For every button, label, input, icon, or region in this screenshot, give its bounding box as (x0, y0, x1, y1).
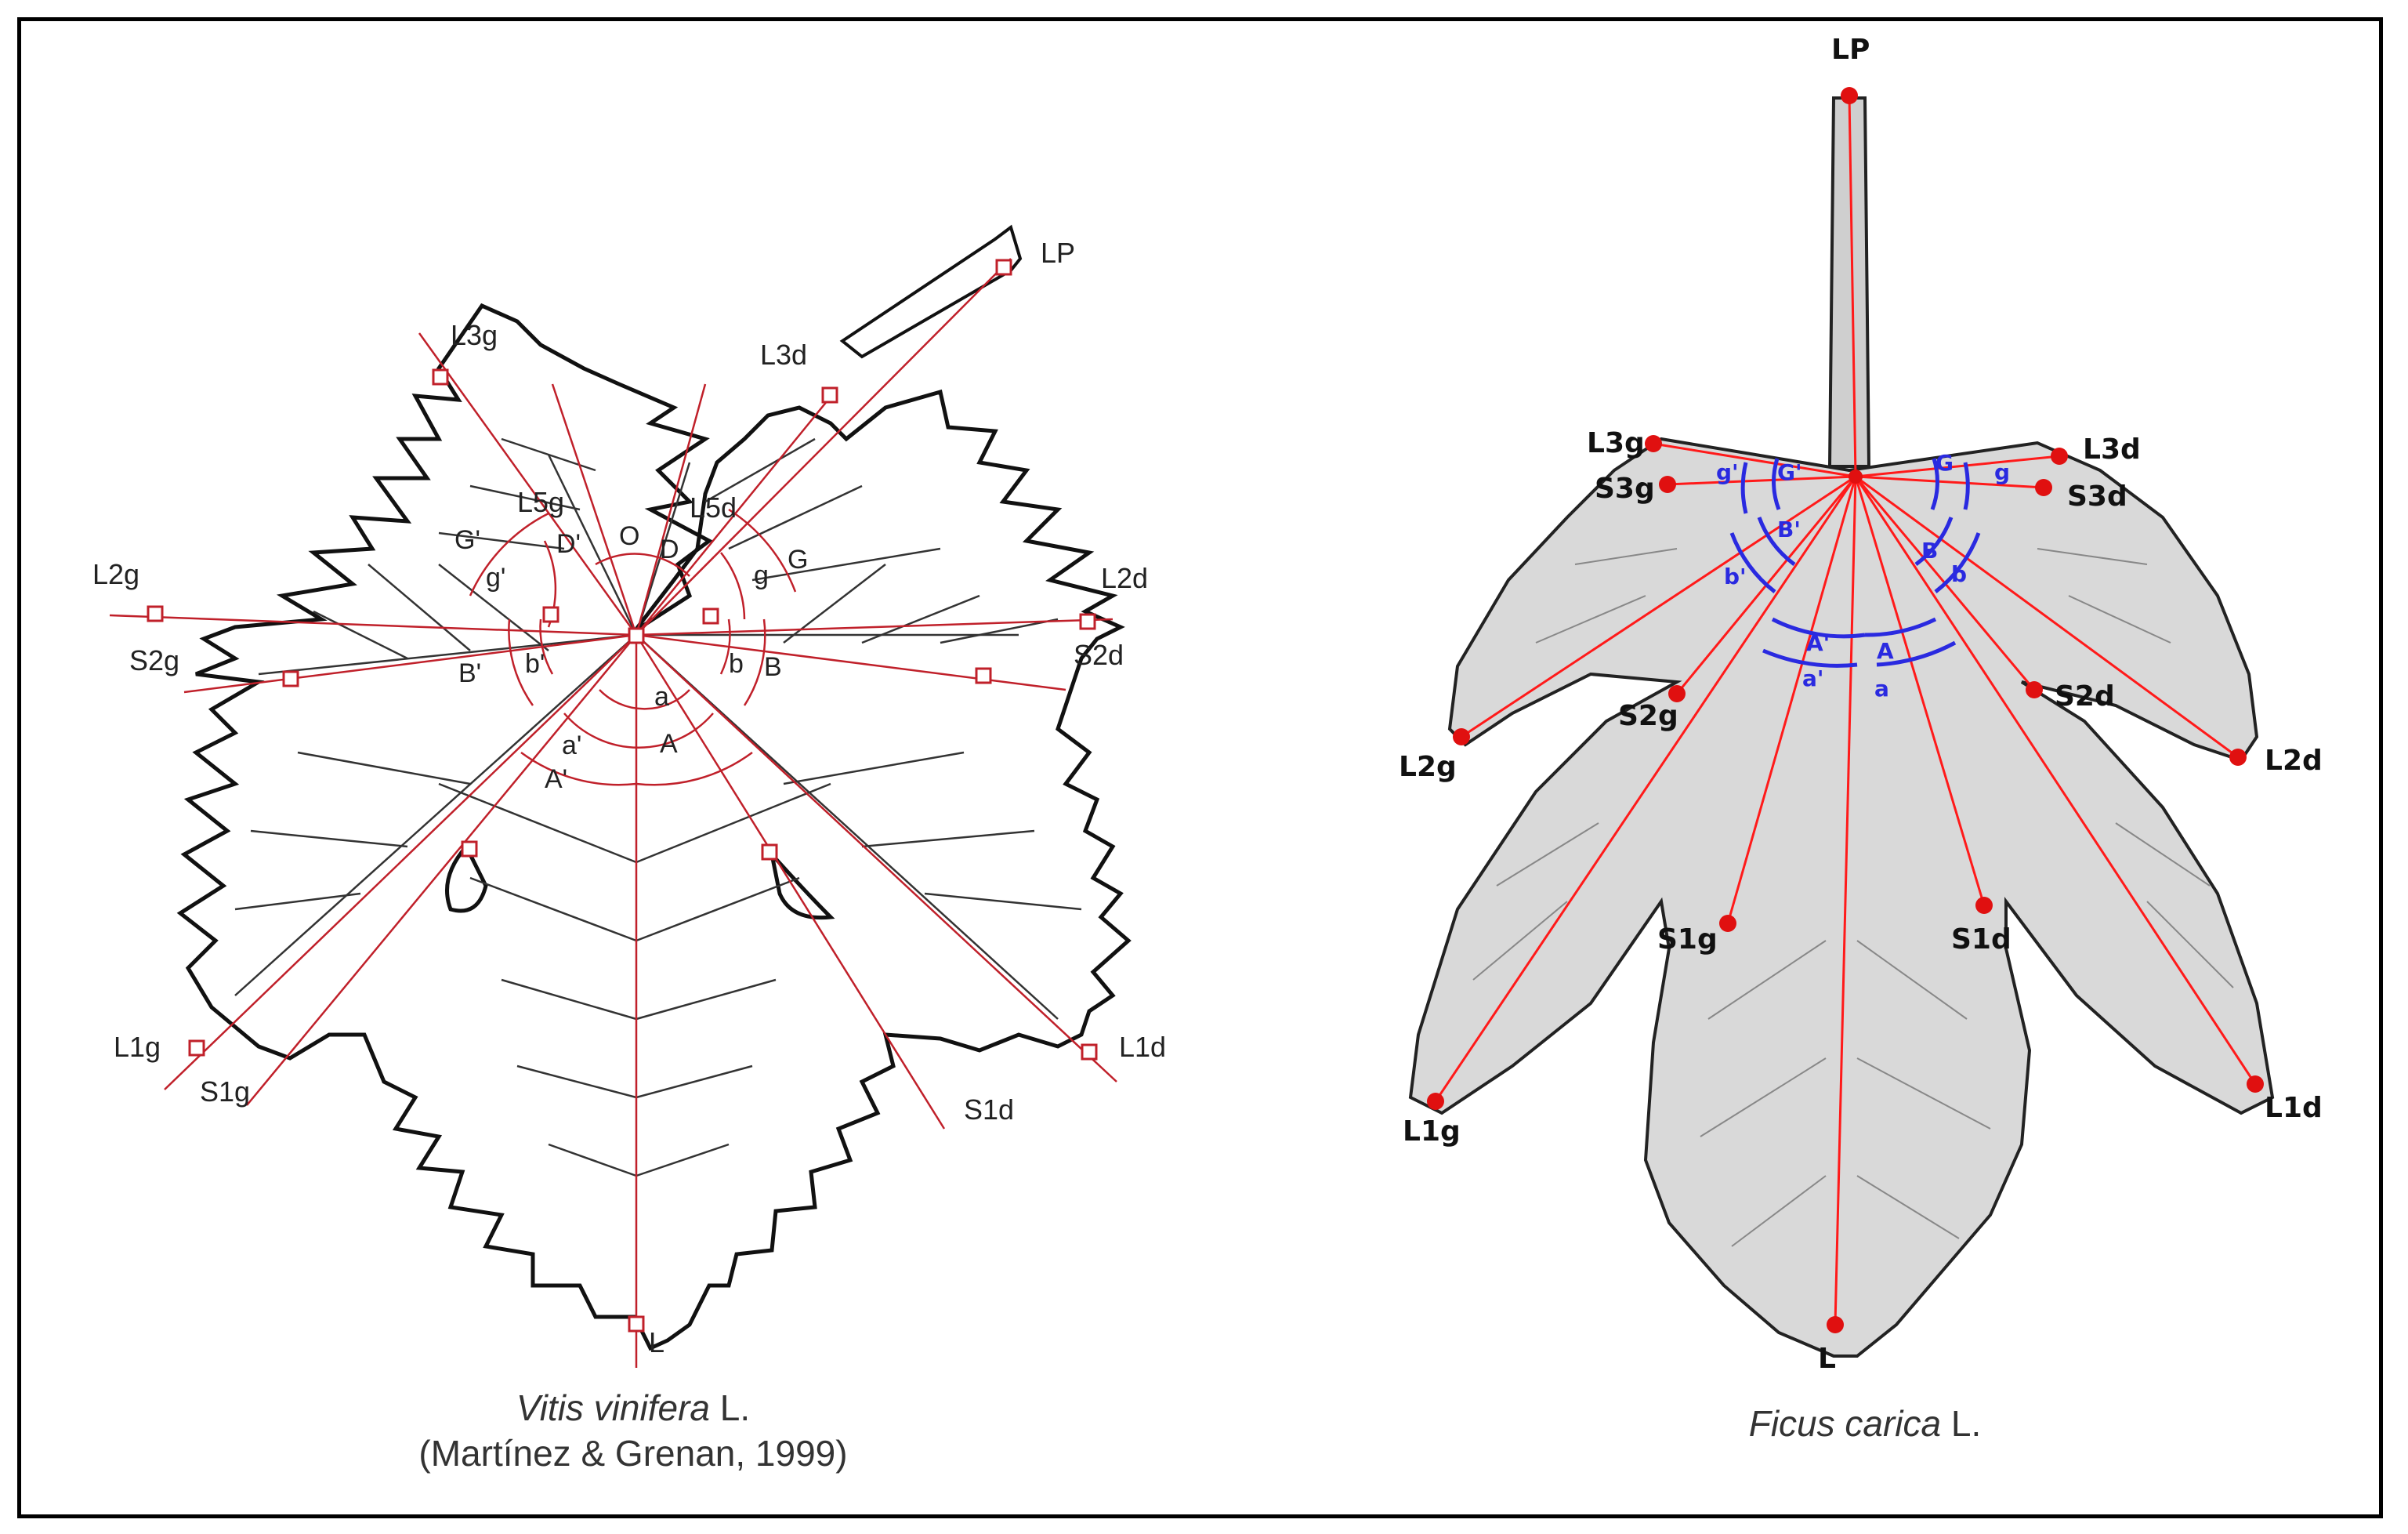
ficus-angle-b: b (1951, 561, 1967, 587)
ficus-label-LP: LP (1831, 34, 1870, 66)
ficus-label-L: L (1818, 1343, 1836, 1375)
ficus-label-L2g: L2g (1399, 751, 1457, 783)
vitis-caption-species: Vitis vinifera (516, 1387, 710, 1428)
ficus-angle-arcs (1729, 458, 1981, 668)
ficus-angle-g-prime: g' (1716, 459, 1739, 485)
vitis-leaf-drawing (176, 224, 1132, 1351)
vitis-angle-O: O (619, 521, 639, 551)
vitis-citation: (Martínez & Grenan, 1999) (418, 1433, 847, 1474)
ficus-label-S3g: S3g (1595, 473, 1655, 505)
ficus-angle-G-prime: G' (1777, 459, 1802, 485)
vitis-caption-authority: L. (720, 1387, 750, 1428)
vitis-angle-A-prime: A' (545, 764, 567, 794)
vitis-measure-lines (109, 258, 1117, 1368)
ficus-angle-B-prime: B' (1777, 517, 1801, 542)
vitis-angle-b: b (729, 649, 744, 679)
ficus-angle-b-prime: b' (1724, 564, 1747, 589)
ficus-caption-authority: L. (1951, 1403, 1981, 1444)
vitis-label-L3g: L3g (451, 319, 498, 351)
vitis-angle-A: A (660, 729, 678, 759)
vitis-label-L5g: L5g (517, 486, 564, 518)
vitis-label-S1d: S1d (964, 1093, 1014, 1126)
ficus-caption-space (1941, 1403, 1951, 1444)
ficus-landmarks (1427, 87, 2264, 1333)
ficus-label-L3d: L3d (2083, 433, 2141, 466)
ficus-caption: Ficus carica L. (1749, 1403, 1982, 1444)
ficus-caption-species: Ficus carica (1749, 1403, 1941, 1444)
ficus-label-S3d: S3d (2067, 481, 2127, 513)
vitis-label-L1d: L1d (1119, 1031, 1166, 1063)
vitis-label-S2d: S2d (1074, 639, 1124, 671)
vitis-label-S1g: S1g (200, 1075, 250, 1108)
ficus-label-S1g: S1g (1657, 923, 1718, 956)
ficus-angle-A: A (1877, 638, 1894, 664)
vitis-label-L: L (649, 1326, 664, 1358)
vitis-caption: Vitis vinifera L. (516, 1387, 750, 1428)
vitis-label-L3d: L3d (760, 339, 807, 371)
vitis-angle-D: D (660, 535, 679, 564)
vitis-angle-D-prime: D' (556, 529, 581, 559)
ficus-label-L3g: L3g (1587, 427, 1645, 459)
ficus-measure-lines (1434, 95, 2257, 1325)
vitis-angle-B-prime: B' (458, 658, 481, 688)
ficus-leaf-drawing (1408, 96, 2275, 1358)
vitis-label-L2d: L2d (1101, 562, 1148, 594)
vitis-landmarks (147, 259, 1098, 1333)
vitis-label-L1g: L1g (114, 1031, 161, 1063)
ficus-angle-A-prime: A' (1806, 630, 1830, 656)
ficus-angle-a-prime: a' (1802, 665, 1823, 691)
vitis-angle-a: a (654, 682, 669, 712)
vitis-angle-g: g (754, 560, 769, 590)
vitis-angle-G-prime: G' (454, 525, 480, 555)
ficus-label-L1d: L1d (2265, 1092, 2323, 1124)
ficus-angle-G: G (1935, 450, 1954, 476)
vitis-caption-space (710, 1387, 720, 1428)
vitis-angle-G: G (788, 545, 808, 575)
vitis-label-L5d: L5d (690, 491, 737, 524)
vitis-label-S2g: S2g (129, 644, 179, 676)
ficus-label-S1d: S1d (1951, 923, 2011, 956)
vitis-label-LP: LP (1041, 237, 1075, 269)
vitis-angle-a-prime: a' (562, 731, 581, 760)
vitis-angle-b-prime: b' (525, 649, 545, 679)
ficus-angle-g: g (1994, 459, 2010, 485)
ficus-label-S2d: S2d (2055, 680, 2115, 713)
vitis-angle-g-prime: g' (486, 563, 505, 593)
vitis-label-L2g: L2g (92, 558, 139, 590)
ficus-label-L1g: L1g (1403, 1115, 1461, 1148)
ficus-angle-B: B (1921, 538, 1938, 564)
ficus-label-S2g: S2g (1618, 700, 1678, 732)
vitis-angle-B: B (764, 652, 782, 682)
ficus-label-L2d: L2d (2265, 745, 2323, 777)
ficus-angle-a: a (1874, 676, 1889, 702)
vitis-angle-arcs (469, 508, 797, 786)
